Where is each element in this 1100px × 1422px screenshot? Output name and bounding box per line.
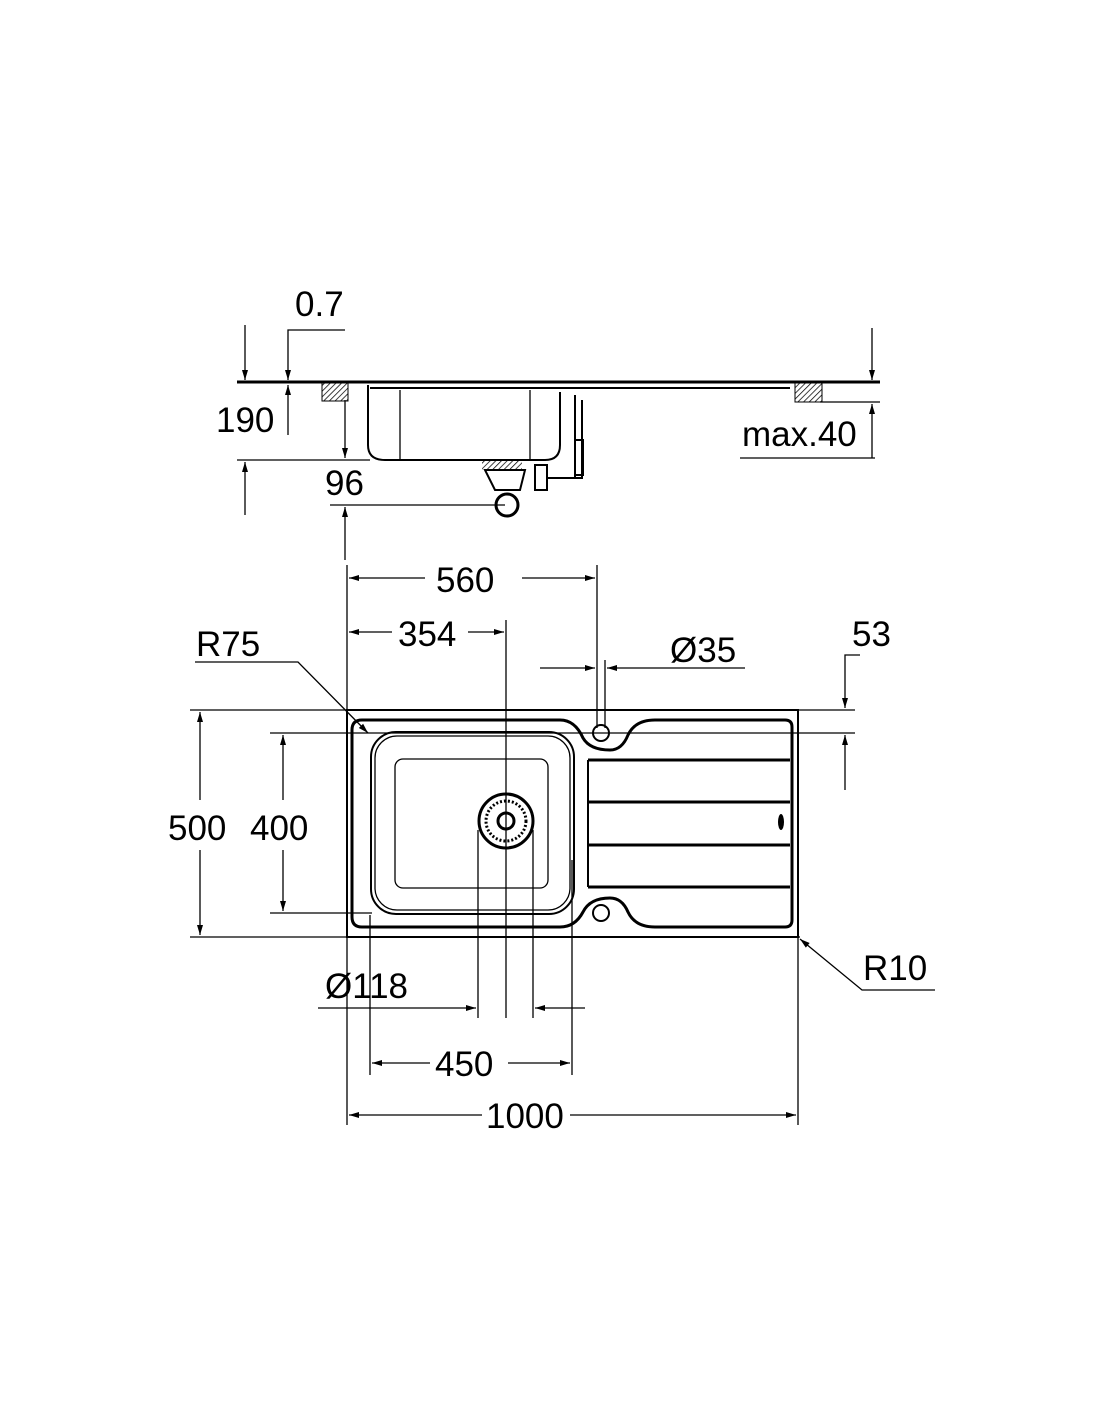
dim-bowl-radius: R75 — [196, 625, 260, 664]
dim-bowl-length: 450 — [435, 1045, 493, 1084]
dim-bowl-width: 400 — [250, 809, 308, 848]
dim-drain-offset: 354 — [398, 615, 456, 654]
dim-worktop-max: max.40 — [742, 415, 857, 454]
worktop-block-left — [321, 382, 349, 402]
sink-top-contour — [350, 718, 794, 929]
drainer-ribs — [587, 758, 790, 889]
dim-drain-diameter: Ø118 — [325, 967, 408, 1006]
side-view: 0.7 190 96 max.40 — [216, 285, 880, 560]
dim-total-depth: 190 — [216, 401, 274, 440]
worktop-block-right — [794, 382, 823, 403]
dim-length: 1000 — [486, 1097, 564, 1136]
top-view: 560 354 Ø35 53 R75 500 400 Ø118 R10 450 … — [168, 561, 935, 1136]
dim-bowl-depth: 96 — [325, 464, 364, 503]
bowl-profile — [367, 385, 561, 461]
dim-tap-offset: 560 — [436, 561, 494, 600]
bowl-bottom — [394, 758, 549, 889]
bowl — [370, 731, 575, 915]
dim-tap-hole-edge: 53 — [852, 615, 891, 654]
dim-tap-hole: Ø35 — [670, 631, 736, 670]
overflow-hole — [592, 904, 610, 922]
drain-assembly — [482, 395, 584, 518]
dim-width: 500 — [168, 809, 226, 848]
dim-corner-radius: R10 — [863, 949, 927, 988]
dim-thickness: 0.7 — [295, 285, 344, 324]
